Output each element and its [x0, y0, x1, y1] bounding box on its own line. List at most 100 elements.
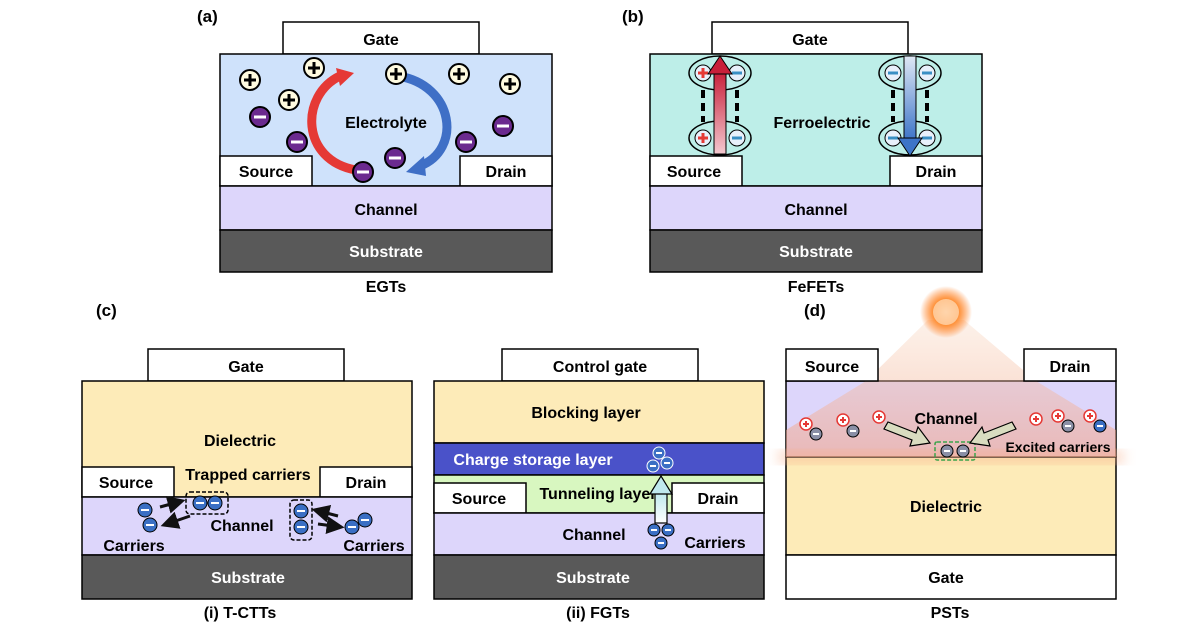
ctt-drain-label: Drain: [346, 475, 387, 492]
electron: [207, 495, 223, 511]
pst-gate-label: Gate: [928, 570, 964, 587]
fgt-control-gate-label: Control gate: [553, 359, 647, 376]
positive-ion: [385, 63, 407, 85]
negative-ion: [352, 161, 374, 183]
electron: [956, 444, 970, 458]
panel-b-substrate: [649, 229, 983, 273]
panel-a: (a) Gate Source Drain Channel Substrate …: [197, 7, 553, 296]
electron: [654, 536, 668, 550]
electron: [647, 523, 661, 537]
negative-ion: [286, 131, 308, 153]
positive-ion: [278, 89, 300, 111]
ctt-carriers-right-label: Carriers: [343, 538, 404, 555]
fgt-drain: [671, 482, 765, 514]
panel-c-letter: (c): [96, 301, 117, 320]
pst-caption: PSTs: [931, 605, 970, 622]
panel-c-fgt: Control gate Blocking layer Charge stora…: [433, 348, 765, 622]
panel-a-ions: [239, 57, 521, 183]
panel-b-channel: [649, 185, 983, 231]
blue-cycle-arrowhead: [406, 156, 426, 176]
fgt-drain-label: Drain: [698, 491, 739, 508]
release-arrow: [160, 511, 191, 529]
fgt-blocking-label: Blocking layer: [531, 405, 640, 422]
trap-arrow: [159, 496, 186, 514]
pst-drain-label: Drain: [1050, 359, 1091, 376]
electron: [142, 517, 158, 533]
panel-d: (d) Source Drain Channel Excited carrier…: [778, 286, 1124, 622]
panel-a-gate-label: Gate: [363, 32, 399, 49]
positive-ion: [448, 63, 470, 85]
positive-ion: [303, 57, 325, 79]
tunneling-arrow: [648, 474, 674, 524]
pst-source-label: Source: [805, 359, 859, 376]
trap-arrow: [311, 504, 339, 523]
fgt-channel: [433, 512, 765, 556]
pst-dielectric-label: Dielectric: [910, 499, 982, 516]
panel-b-drain: [889, 155, 983, 187]
ctt-source-label: Source: [99, 475, 153, 492]
light-glow: [778, 450, 1124, 464]
hole: [1051, 409, 1065, 423]
pst-dielectric: [785, 456, 1117, 556]
fgt-carriers-label: Carriers: [684, 535, 745, 552]
ctt-dielectric-label: Dielectric: [204, 433, 276, 450]
panel-a-channel-label: Channel: [354, 202, 417, 219]
negative-ion: [492, 115, 514, 137]
fgt-tunneling-label: Tunneling layer: [539, 486, 656, 503]
electron: [1093, 419, 1107, 433]
panel-c-ctt: (c) Gate Dielectric Source Drain Trapped…: [81, 301, 413, 622]
fgt-source: [433, 482, 527, 514]
electron: [940, 444, 954, 458]
negative-ion: [249, 106, 271, 128]
panel-b-substrate-label: Substrate: [779, 244, 853, 261]
fgt-control-gate: [501, 348, 699, 382]
panel-b: (b) Gate Source Drain Channel Substrate …: [622, 7, 983, 296]
ctt-substrate: [81, 554, 413, 600]
electron: [652, 446, 666, 460]
electron: [809, 427, 823, 441]
positive-ion: [499, 73, 521, 95]
ctt-gate: [147, 348, 345, 382]
dipole-down: [878, 55, 942, 157]
light-source-core: [933, 299, 959, 325]
hole: [1029, 412, 1043, 426]
electron: [137, 502, 153, 518]
panel-a-caption: EGTs: [366, 279, 407, 296]
ctt-gate-label: Gate: [228, 359, 264, 376]
electron: [1061, 419, 1075, 433]
hole: [1083, 409, 1097, 423]
fgt-substrate-label: Substrate: [556, 570, 630, 587]
electron: [661, 523, 675, 537]
electron: [357, 512, 373, 528]
panel-b-source: [649, 155, 743, 187]
panel-a-drain-label: Drain: [486, 164, 527, 181]
electron: [660, 456, 674, 470]
pst-gate: [785, 554, 1117, 600]
pst-excited-label: Excited carriers: [1005, 439, 1110, 455]
panel-b-gate-label: Gate: [792, 32, 828, 49]
ctt-drain: [319, 466, 413, 498]
positive-ion: [239, 69, 261, 91]
panel-b-channel-label: Channel: [784, 202, 847, 219]
electron: [646, 459, 660, 473]
fgt-storage-label: Charge storage layer: [453, 452, 612, 469]
electron: [344, 519, 360, 535]
panel-a-gate: [282, 21, 480, 55]
hole: [799, 417, 813, 431]
panel-b-drain-label: Drain: [916, 164, 957, 181]
pst-source: [785, 348, 879, 382]
hole: [872, 410, 886, 424]
fgt-blocking-layer: [433, 380, 765, 444]
fgt-substrate: [433, 554, 765, 600]
negative-ion: [455, 131, 477, 153]
panel-d-letter: (d): [804, 301, 826, 320]
red-cycle-arrowhead: [336, 68, 354, 86]
pst-drain: [1023, 348, 1117, 382]
red-cycle-arrow: [307, 71, 358, 175]
electron: [293, 519, 309, 535]
panel-a-source-label: Source: [239, 164, 293, 181]
panel-a-drain: [459, 155, 553, 187]
ctt-substrate-label: Substrate: [211, 570, 285, 587]
release-arrow: [317, 516, 345, 535]
